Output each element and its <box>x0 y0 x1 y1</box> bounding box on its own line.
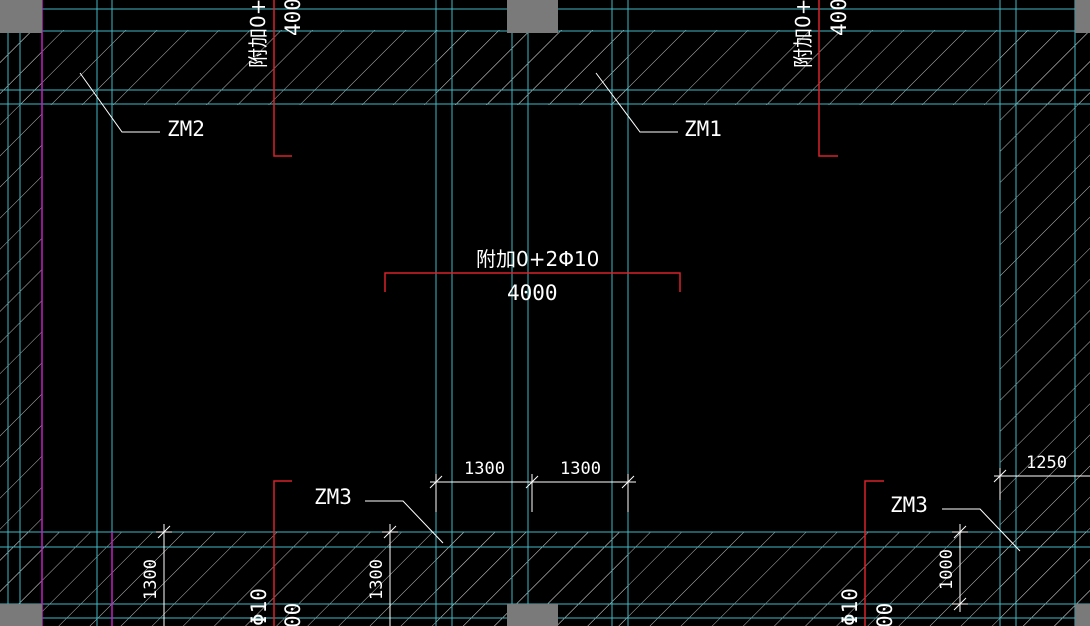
vnote-top-right-text: 附加0+2Φ <box>791 0 815 68</box>
dim-1250: 1250 <box>1026 453 1067 473</box>
column-bottom-right <box>1075 604 1090 626</box>
label-zm1: ZM1 <box>684 117 722 141</box>
hatch-right-strip <box>1000 30 1090 626</box>
column-top-right <box>1075 0 1090 33</box>
vnote-top-right-len: 4000 <box>827 0 851 36</box>
dim-1300-b: 1300 <box>560 459 601 479</box>
rebar-note-length: 4000 <box>507 281 558 305</box>
label-zm2: ZM2 <box>167 117 205 141</box>
column-bottom-left <box>0 604 42 626</box>
vnote-bottom-right-phi: Φ10 <box>838 588 862 626</box>
dim-1300-a: 1300 <box>464 459 505 479</box>
leader-zm2 <box>79 72 160 133</box>
leader-zm1 <box>595 72 678 133</box>
dimension-lines <box>156 468 1090 626</box>
edge-lines <box>41 0 113 626</box>
slab-interior <box>112 105 436 532</box>
hatch-left-strip <box>0 30 42 626</box>
vnote-top-left-len: 4000 <box>281 0 305 36</box>
rebar-top-right <box>818 0 838 157</box>
rebar-note-text: 附加0+2Φ10 <box>476 247 599 271</box>
vnote-bottom-right-len: 00 <box>873 603 897 626</box>
column-top-mid <box>507 0 558 33</box>
leader-zm3-left <box>365 500 444 544</box>
rebar-top-left <box>273 0 292 157</box>
label-zm3-left: ZM3 <box>314 485 352 509</box>
dim-v1000-right: 1000 <box>937 549 957 590</box>
leader-zm3-right <box>942 508 1021 552</box>
slab-interior-3 <box>436 105 628 532</box>
rebar-bottom-right <box>864 480 884 626</box>
dim-v1300-mid: 1300 <box>367 559 387 600</box>
hatch-center-strip <box>436 30 628 105</box>
leader-lines <box>79 72 1021 552</box>
column-top-left <box>0 0 42 33</box>
column-bottom-mid <box>507 604 558 626</box>
slab-interior-4 <box>42 105 112 532</box>
dim-v1300-left: 1300 <box>141 559 161 600</box>
vnote-bottom-left-phi: Φ10 <box>247 588 271 626</box>
slab-interior-2 <box>628 105 1000 532</box>
vnote-bottom-left-len: 00 <box>281 603 305 626</box>
vnote-top-left-text: 附加0+2Φ <box>246 0 270 68</box>
label-zm3-right: ZM3 <box>890 493 928 517</box>
rebar-center <box>384 272 681 292</box>
rebar-lines <box>273 0 884 626</box>
rebar-bottom-left <box>273 480 292 626</box>
